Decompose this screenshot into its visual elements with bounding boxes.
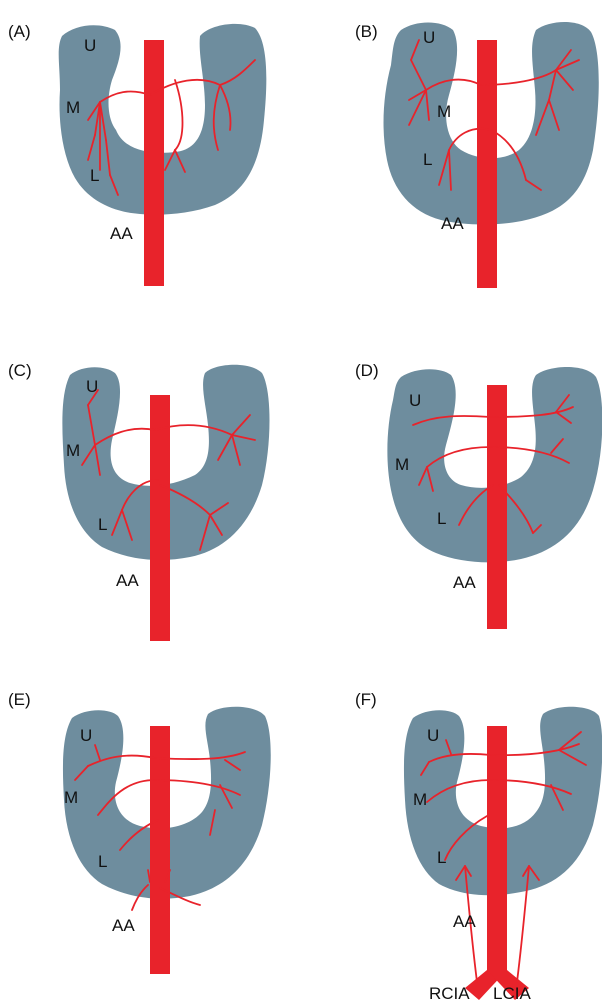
panel-e-label-aa: AA: [112, 916, 135, 936]
panel-c-label-aa: AA: [116, 571, 139, 591]
panel-b-label-u: U: [423, 28, 435, 48]
panel-c-label-m: M: [66, 441, 80, 461]
panel-f-label-rcia: RCIA: [429, 984, 470, 1004]
panel-f-label-aa: AA: [453, 912, 476, 932]
panel-d-diagram: [301, 335, 602, 670]
panel-e-label-l: L: [98, 852, 107, 872]
panel-d-label-aa: AA: [453, 573, 476, 593]
panel-e: (E) U M L AA: [0, 670, 301, 1005]
panel-f-label-m: M: [413, 790, 427, 810]
panel-f-aorta: [487, 726, 507, 976]
panel-f-label-u: U: [427, 726, 439, 746]
panel-f-label-l: L: [437, 848, 446, 868]
panel-e-label-m: M: [64, 788, 78, 808]
panel-b-label-m: M: [437, 102, 451, 122]
panel-e-aorta: [150, 726, 170, 974]
panel-f-diagram: [301, 670, 602, 1005]
panel-d-label-l: L: [437, 509, 446, 529]
panel-d-label-m: M: [395, 455, 409, 475]
panel-a: (A) U M L A: [0, 0, 301, 335]
panel-a-label-u: U: [84, 36, 96, 56]
panel-a-label-m: M: [66, 98, 80, 118]
panel-e-label-u: U: [80, 726, 92, 746]
panel-d-label-u: U: [409, 391, 421, 411]
panel-c-label-l: L: [98, 515, 107, 535]
panel-c: (C) U: [0, 335, 301, 670]
panel-a-diagram: [0, 0, 301, 335]
panel-d: (D) U M L AA: [301, 335, 602, 670]
panel-b: (B): [301, 0, 602, 335]
panel-c-diagram: [0, 335, 301, 670]
panel-a-aorta: [144, 40, 164, 286]
panel-b-label-l: L: [423, 150, 432, 170]
panel-e-diagram: [0, 670, 301, 1005]
panel-d-aorta: [487, 385, 507, 629]
panel-c-label-u: U: [86, 377, 98, 397]
panel-c-aorta: [150, 395, 170, 641]
panel-a-label-aa: AA: [110, 224, 133, 244]
panel-f-label-lcia: LCIA: [493, 984, 531, 1004]
panel-f: (F): [301, 670, 602, 1005]
panel-b-aorta: [477, 40, 497, 288]
panel-b-diagram: [301, 0, 602, 335]
panel-a-label-l: L: [90, 166, 99, 186]
panel-b-label-aa: AA: [441, 214, 464, 234]
